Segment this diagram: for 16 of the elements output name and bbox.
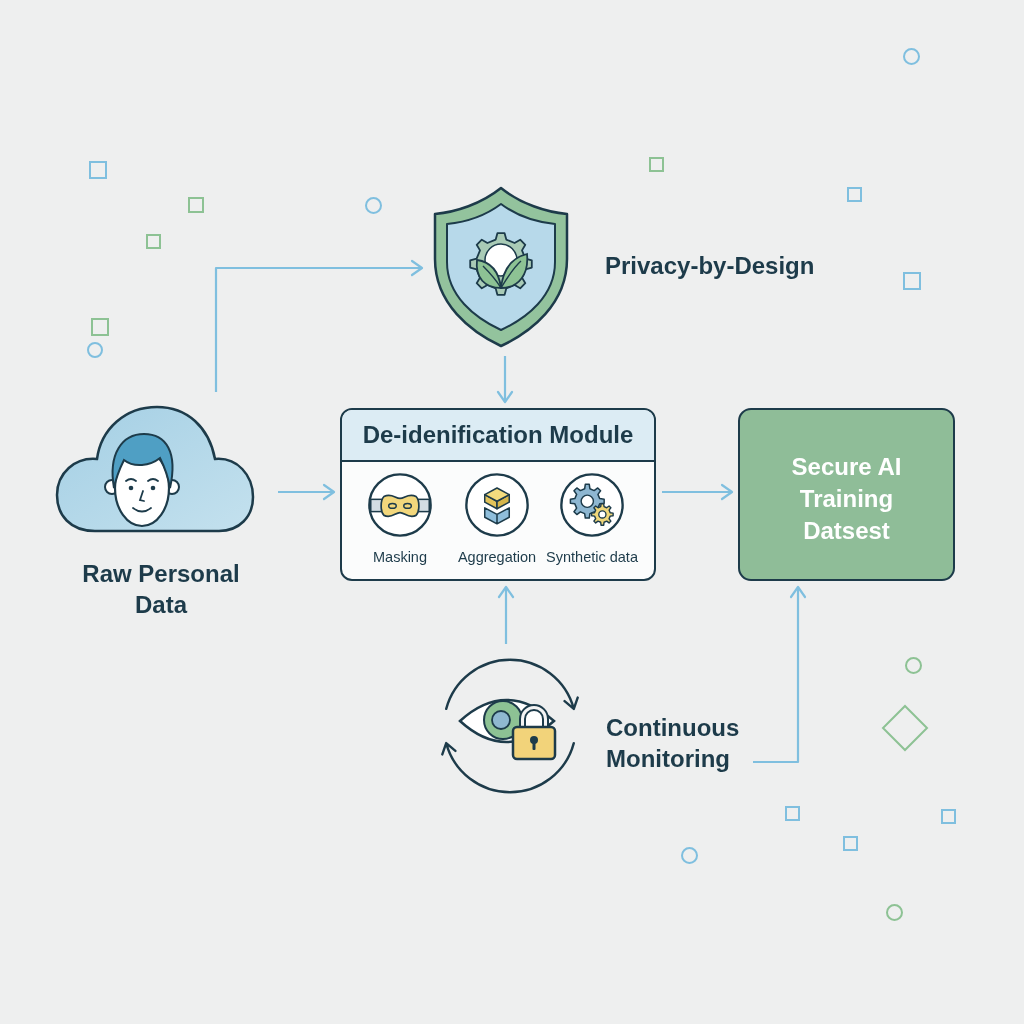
node-label: Synthetic data	[545, 548, 639, 566]
module-title: De-idenification Module	[362, 420, 634, 450]
arrow	[662, 483, 734, 501]
node-label: Secure AI Training Datsest	[790, 451, 903, 546]
node-label: Masking	[372, 548, 428, 566]
arrow	[496, 356, 514, 404]
arrow	[753, 585, 807, 764]
arrow	[497, 585, 515, 644]
node-label: Privacy-by-Design	[605, 251, 815, 281]
node-label: Continuous Monitoring	[606, 713, 741, 774]
arrow	[278, 483, 336, 501]
node-label: Aggregation	[456, 548, 538, 566]
arrow	[214, 259, 424, 392]
node-label: Raw Personal Data	[81, 559, 241, 620]
module-box	[340, 408, 656, 581]
process-box	[738, 408, 955, 581]
